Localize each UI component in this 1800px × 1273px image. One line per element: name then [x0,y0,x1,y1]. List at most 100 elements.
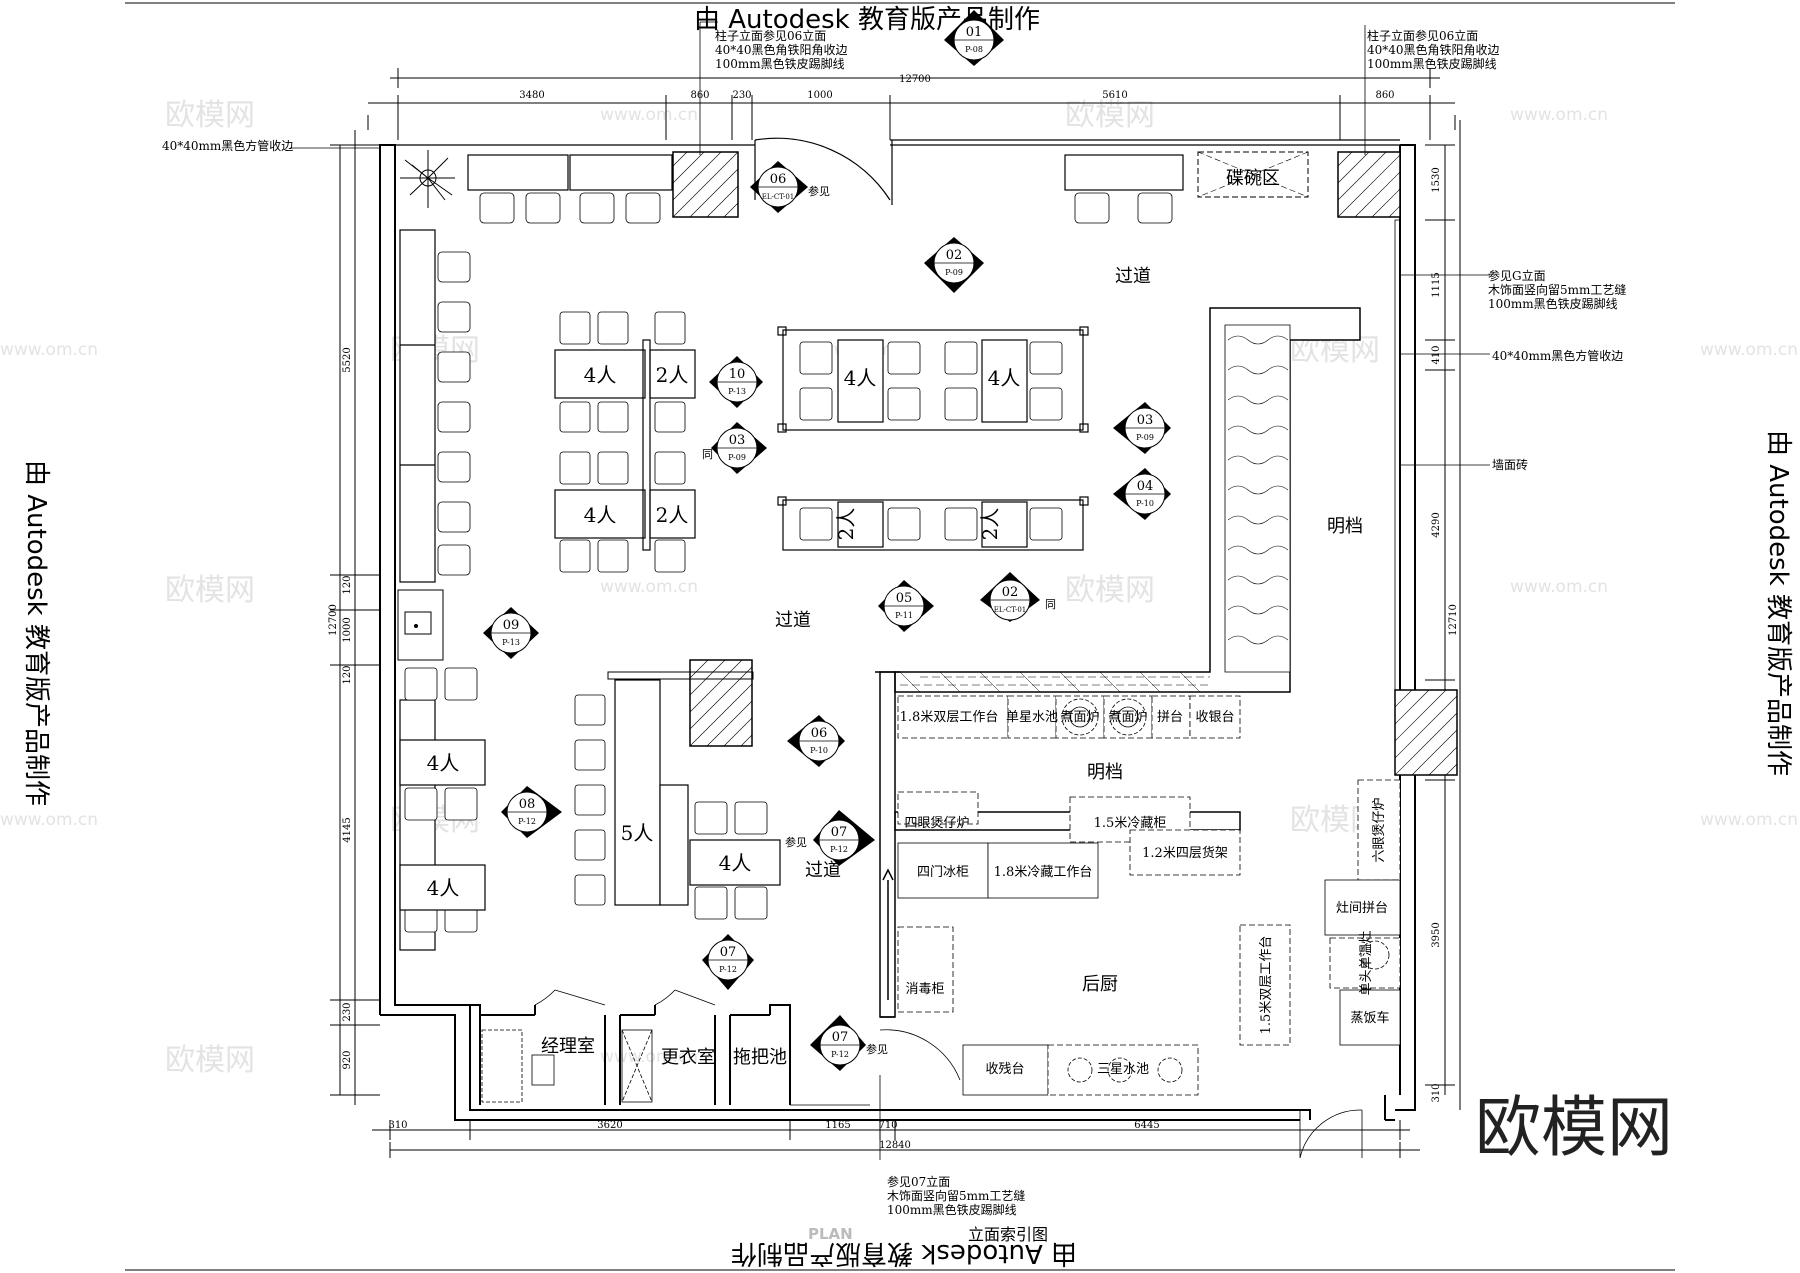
svg-text:09: 09 [503,618,520,633]
dim-left: 120 [342,575,353,594]
columns [672,151,1458,776]
elevation-marker: 03 P-09 [1113,402,1171,454]
note: 墙面砖 [1492,457,1528,472]
svg-text:P-12: P-12 [831,1050,849,1059]
table-label: 4人 [584,503,617,527]
elevation-markers: 01 P-08 06 EL-CT-01 02 P-09 10 P-13 03 P… [483,10,1171,1071]
svg-text:04: 04 [1137,479,1154,494]
svg-text:P-13: P-13 [502,638,520,647]
note: 100mm黑色铁皮踢脚线 [1488,296,1618,311]
equip-label: 1.5米双层工作台 [1259,936,1274,1035]
banner-right: 由 Autodesk 教育版产品制作 [1763,430,1793,776]
note: 40*40mm黑色方管收边 [162,138,293,153]
watermark-url: www.om.cn [1700,340,1798,360]
note: 40*40黑色角铁阳角收边 [1367,43,1500,57]
table-label: 2人 [978,508,1002,541]
notes: 柱子立面参见06立面 40*40黑色角铁阳角收边 100mm黑色铁皮踢脚线 柱子… [162,28,1626,1217]
dimension-left [330,130,380,1105]
room-dish-area: 碟碗区 [1226,168,1280,189]
svg-text:P-09: P-09 [945,268,963,277]
center-booths [777,326,1089,551]
svg-text:02: 02 [1002,585,1019,600]
dim-top: 5610 [1102,90,1127,101]
brand-watermark: 欧模网 [1475,1089,1673,1166]
dim-left: 120 [342,665,353,684]
svg-text:06: 06 [811,726,828,741]
svg-text:P-11: P-11 [895,611,913,620]
table-label: 4人 [719,851,752,875]
corridor-labels: 过道 过道 过道 [775,266,1151,881]
watermark-small: 欧模网 [165,1043,255,1078]
elevation-marker: 01 P-08 [944,10,1004,66]
table-label: 4人 [988,366,1021,390]
watermark-url: www.om.cn [0,810,98,830]
watermark-small: 欧模网 [165,98,255,133]
table-labels-left-upper: 4人 2人 4人 2人 [584,363,689,527]
equip-label: 四门冰柜 [917,865,969,880]
watermark-url: www.om.cn [600,577,698,597]
note: 100mm黑色铁皮踢脚线 [715,56,845,71]
svg-text:03: 03 [729,433,746,448]
dim-left: 1000 [342,617,353,642]
dim-left: 5520 [342,347,353,372]
svg-text:P-09: P-09 [1136,433,1154,442]
watermark-url: www.om.cn [1700,810,1798,830]
dim-right: 410 [1431,345,1442,364]
svg-text:03: 03 [1137,413,1154,428]
elevation-marker: 07 P-12 [810,1015,866,1071]
dim-left-total: 12700 [328,604,339,636]
svg-text:P-10: P-10 [1136,499,1154,508]
marker-note: 同 [702,448,713,461]
watermark-small: 欧模网 [165,573,255,608]
room-locker: 更衣室 [661,1047,715,1068]
note: 40*40mm黑色方管收边 [1492,348,1623,363]
equip-label: 蒸饭车 [1350,1010,1389,1026]
note: 参见07立面 [887,1174,950,1189]
room-open-kitchen: 明档 [1327,516,1363,537]
bottom-room-details [481,989,1363,1159]
tables-left-upper [554,339,696,551]
svg-text:P-12: P-12 [518,817,536,826]
equip-label: 收残台 [985,1062,1024,1077]
l-counter [894,307,1361,693]
equip-label: 煮面炉 [1060,710,1099,725]
room-corridor: 过道 [1115,266,1151,287]
dimension-right [1425,120,1461,1110]
svg-text:P-12: P-12 [719,965,737,974]
dish-area-box [1197,151,1309,198]
elevation-marker: 09 P-13 [483,607,539,659]
table-label: 5人 [621,821,654,845]
table-label: 2人 [656,503,689,527]
plant-icon [400,150,455,208]
watermark-url: www.om.cn [600,1047,698,1067]
right-wall [290,21,1490,1160]
table-label: 4人 [844,366,877,390]
elevation-marker: 06 P-10 [787,715,845,767]
chairs-left-lower [404,667,768,933]
dims-bottom-labels: 310 3620 1165 710 6445 12840 [388,1120,1159,1151]
dim-top-total: 12700 [899,74,931,85]
footer-caption: 立面索引图 [968,1225,1048,1244]
svg-text:10: 10 [729,367,746,382]
bottom-room-labels: 经理室 更衣室 拖把池 [541,1036,787,1068]
marker-note: 参见 [866,1042,888,1056]
room-corridor: 过道 [805,860,841,881]
svg-text:02: 02 [946,248,963,263]
svg-text:01: 01 [966,25,983,40]
equip-label: 灶间拼台 [1336,901,1388,916]
dims-top-labels: 3480 860 230 1000 5610 860 [519,90,1394,101]
note: 100mm黑色铁皮踢脚线 [887,1202,1017,1217]
dim-top: 1000 [807,90,832,101]
top-stools [479,192,1173,224]
note: 柱子立面参见06立面 [1367,28,1478,43]
elevation-marker: 02 EL-CT-01 [980,572,1040,622]
dim-top: 3480 [519,90,544,101]
dim-left: 230 [342,1002,353,1021]
footer-plan: PLAN [808,1225,853,1243]
dim-top: 230 [732,90,751,101]
room-back-kitchen: 后厨 [1082,974,1118,995]
table-label: 4人 [427,751,460,775]
dim-right: 1530 [1431,167,1442,192]
watermark-url: www.om.cn [600,105,698,125]
dim-bottom: 710 [878,1120,897,1131]
